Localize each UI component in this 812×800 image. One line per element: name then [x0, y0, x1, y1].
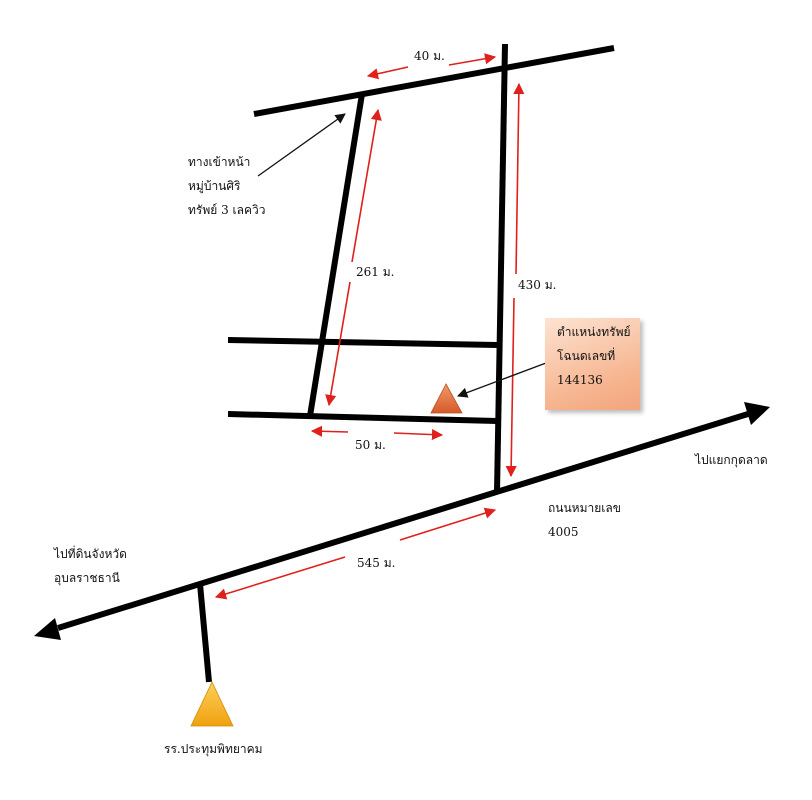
school-triangle-icon: [190, 681, 234, 727]
school-road: [197, 583, 212, 683]
top-road: [253, 45, 615, 117]
property-pointer-arrow: [457, 362, 547, 398]
property-triangle-icon: [430, 383, 463, 414]
measure-hw-left: [214, 556, 346, 600]
right-road: [494, 43, 508, 493]
highway-4005: [34, 402, 770, 640]
distance-bottom-road-label: 50 ม.: [355, 438, 386, 452]
roads: [197, 43, 615, 683]
arrow-head-icon: [744, 402, 770, 425]
arrow-head-icon: [34, 618, 61, 640]
school-label: รร.ประทุมพิทยาคม: [164, 742, 263, 756]
distance-highway-label: 545 ม.: [357, 556, 396, 570]
measure-top-right: [448, 53, 497, 66]
entrance-pointer-arrow: [257, 113, 346, 177]
measure-top-left: [366, 66, 409, 80]
measure-left-up: [351, 108, 382, 263]
measure-left-down: [325, 281, 351, 407]
distance-right-road-label: 430 ม.: [518, 278, 557, 292]
lower-cross-road: [227, 411, 498, 424]
measure-bottom-left: [310, 425, 349, 437]
middle-cross-road: [227, 337, 498, 348]
distance-top-label: 40 ม.: [414, 49, 445, 63]
to-province-label: ไปที่ดินจังหวัด อุบลราชธานี: [54, 547, 127, 585]
left-road: [307, 93, 365, 417]
to-market-label: ไปแยกกุดลาด: [695, 453, 768, 467]
measure-bottom-right: [393, 428, 444, 441]
measurement-arrows: [214, 53, 525, 600]
measure-hw-right: [399, 507, 497, 541]
property-location-box: ตำแหน่งทรัพย์ โฉนดเลขที่ 144136: [545, 318, 640, 410]
highway-name-label: ถนนหมายเลข 4005: [548, 501, 621, 539]
distance-left-road-label: 261 ม.: [356, 265, 395, 279]
measure-right-down: [505, 297, 517, 478]
entrance-label: ทางเข้าหน้า หมู่บ้านศิริ ทรัพย์ 3 เลควิว: [188, 155, 266, 217]
measure-right-up: [513, 82, 525, 275]
